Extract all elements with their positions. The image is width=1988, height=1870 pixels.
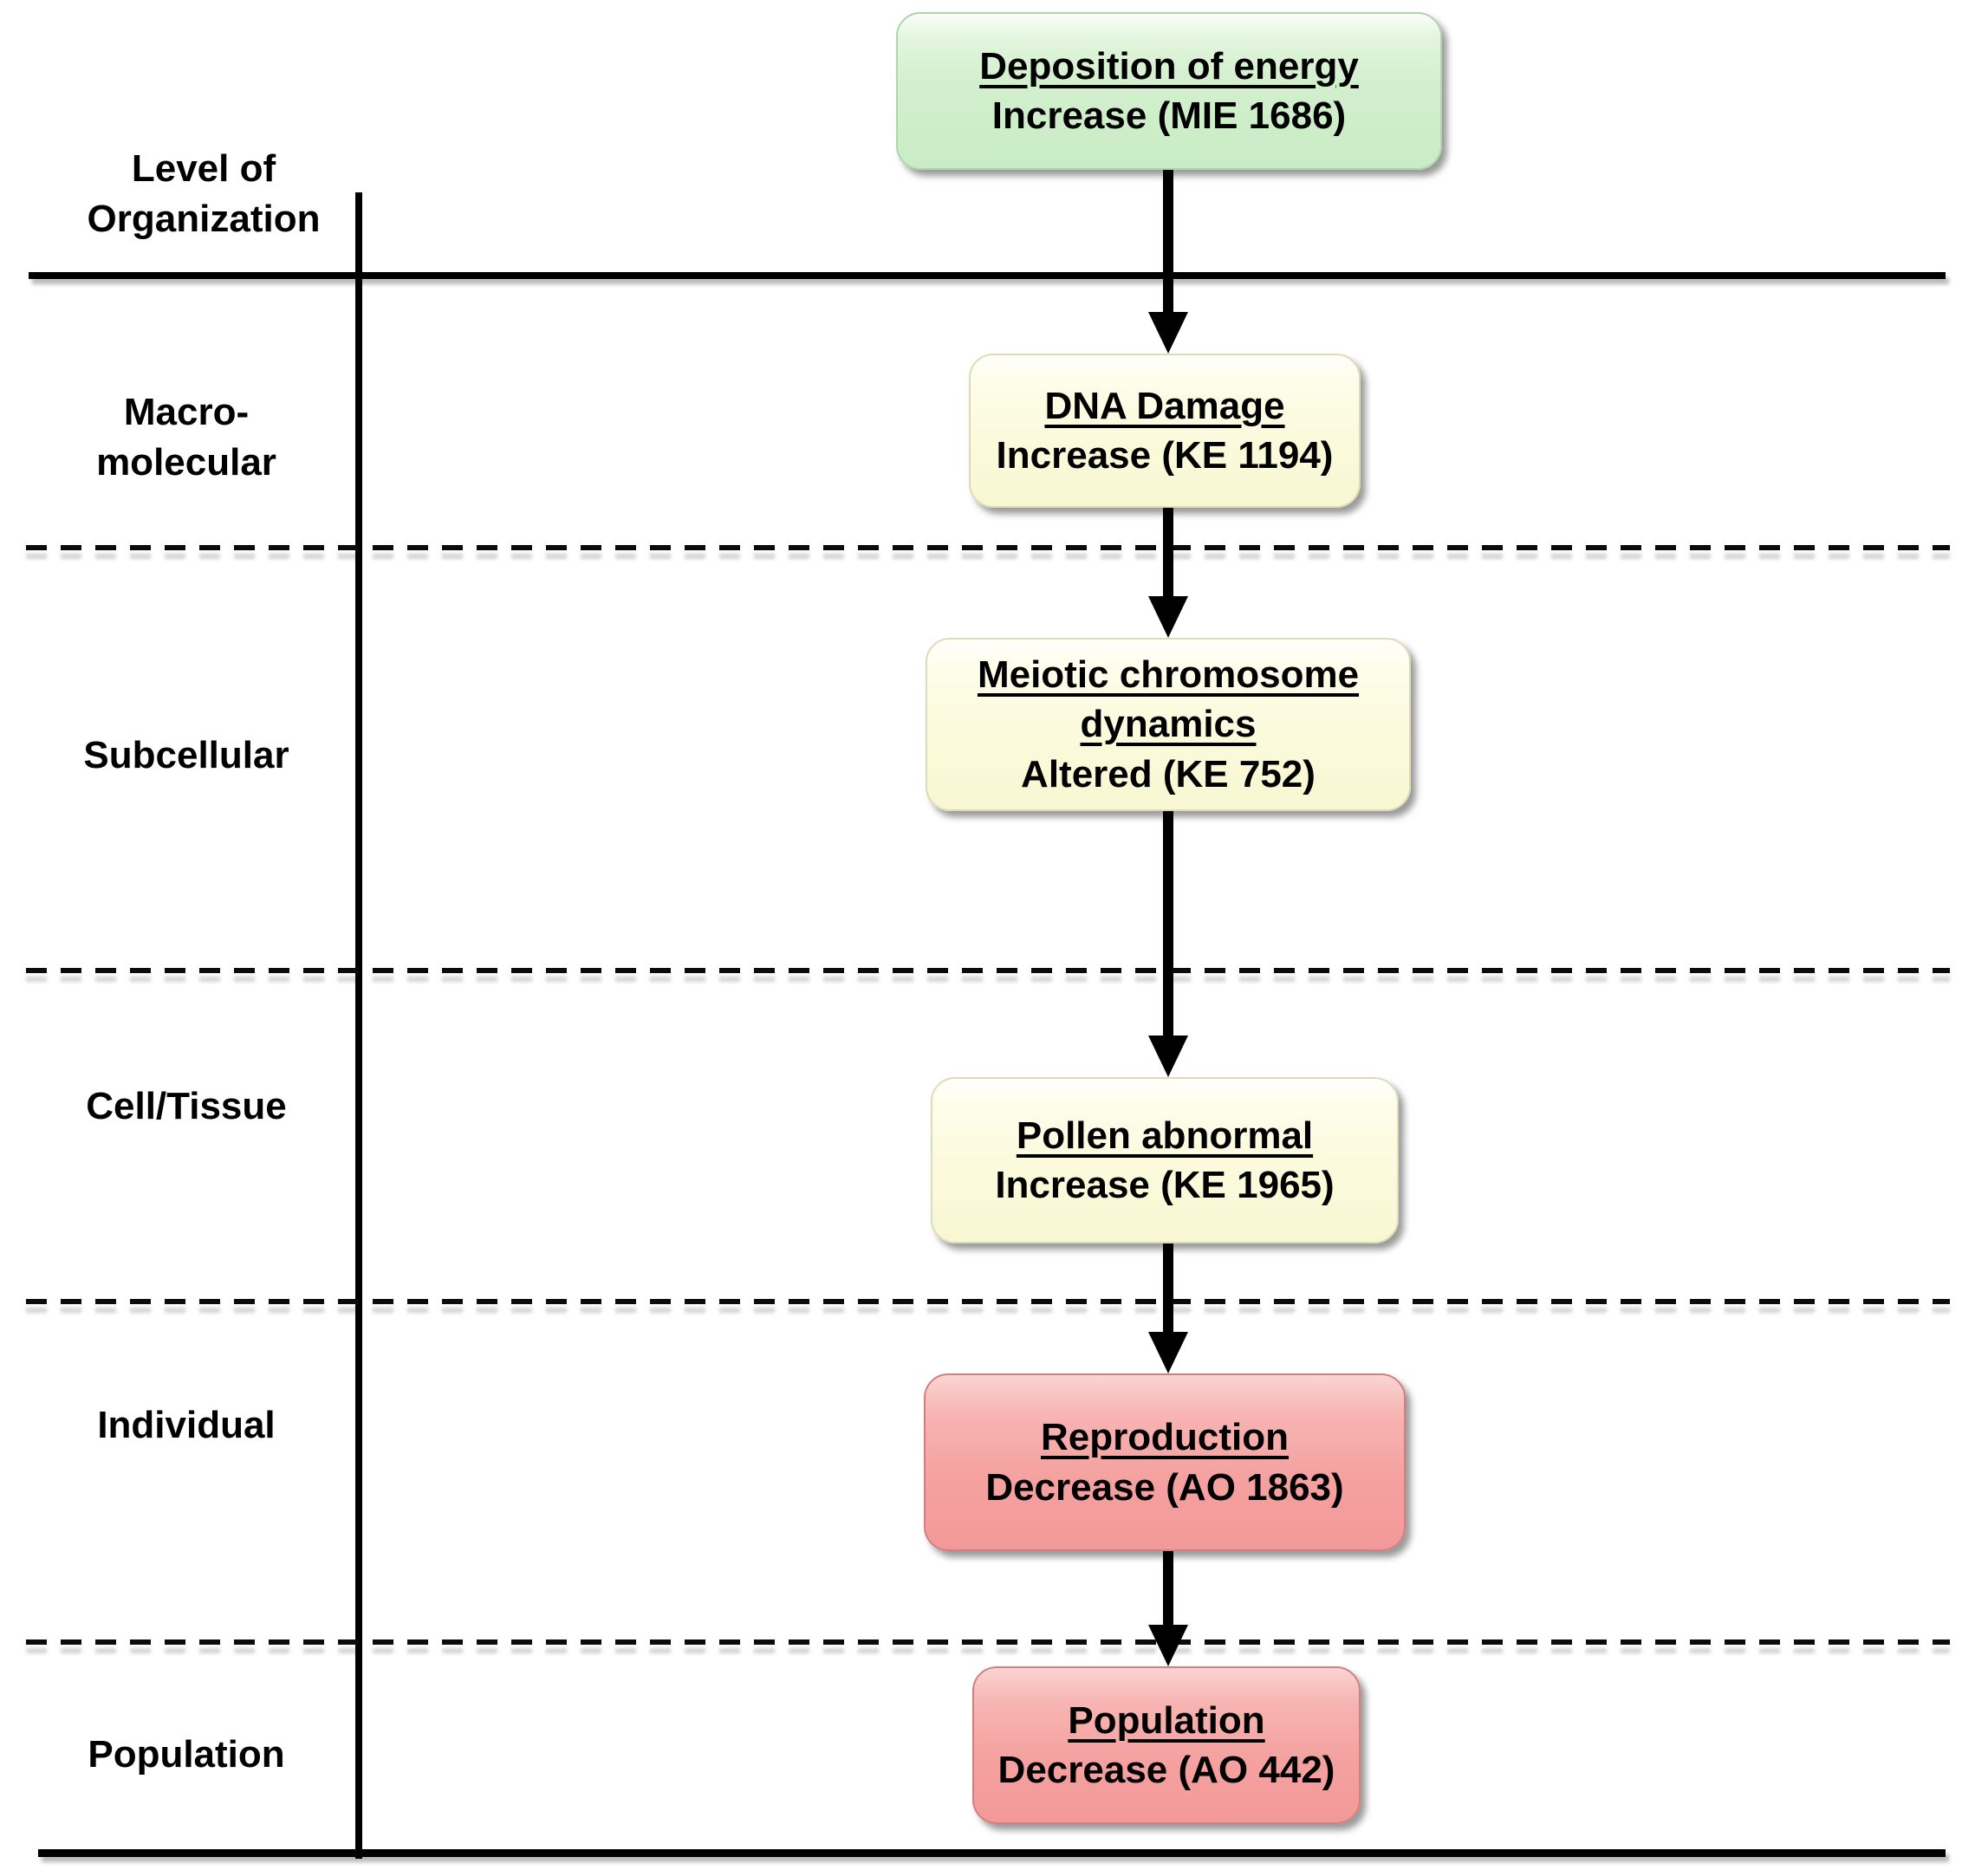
level-label-cell-tissue: Cell/Tissue: [26, 1081, 347, 1132]
level-label-line: Subcellular: [83, 733, 289, 776]
arrow-4-shaft: [1163, 1243, 1173, 1334]
dashed-line-shadow: [26, 1648, 1950, 1653]
node-title: Pollen abnormal: [1017, 1111, 1313, 1160]
level-label-individual: Individual: [26, 1400, 347, 1451]
dashed-line: [26, 968, 1950, 973]
arrow-5-down-arrowhead-icon: [1148, 1625, 1188, 1666]
level-label-macromolecular: Macro- molecular: [26, 387, 347, 488]
node-title-line: Population: [1068, 1698, 1265, 1742]
node-reproduction: Reproduction Decrease (AO 1863): [924, 1373, 1406, 1551]
arrow-2-down-arrowhead-icon: [1148, 596, 1188, 638]
node-deposition-of-energy: Deposition of energy Increase (MIE 1686): [896, 12, 1442, 170]
node-dna-damage: DNA Damage Increase (KE 1194): [969, 354, 1361, 508]
node-title: Reproduction: [1041, 1412, 1289, 1462]
dashed-line-shadow: [26, 977, 1950, 982]
level-label-population: Population: [26, 1730, 347, 1780]
dashed-divider-3: [26, 1299, 1950, 1316]
node-subtitle: Altered (KE 752): [1021, 752, 1316, 795]
axis-title: Level of Organization: [35, 144, 373, 244]
node-subtitle: Decrease (AO 1863): [985, 1465, 1344, 1509]
node-title: DNA Damage: [1044, 381, 1284, 431]
level-label-subcellular: Subcellular: [26, 730, 347, 781]
node-subtitle: Increase (KE 1965): [995, 1164, 1335, 1206]
axis-title-line: Level of: [131, 147, 276, 190]
dashed-divider-4: [26, 1639, 1950, 1657]
level-label-line: Individual: [97, 1403, 276, 1446]
node-subtitle: Increase (MIE 1686): [991, 94, 1347, 137]
dashed-line-shadow: [26, 1308, 1950, 1313]
arrow-5-shaft: [1163, 1551, 1173, 1627]
arrow-2-shaft: [1163, 508, 1173, 598]
node-title-line: dynamics: [1080, 703, 1257, 746]
dashed-line-shadow: [26, 554, 1950, 559]
level-label-line: Population: [88, 1732, 285, 1776]
node-title: Deposition of energy: [979, 42, 1359, 91]
top-boundary-line: [29, 272, 1946, 279]
dashed-line: [26, 545, 1950, 550]
arrow-1-shaft: [1163, 170, 1173, 314]
axis-title-line: Organization: [87, 198, 321, 241]
node-title-line: Deposition of energy: [979, 44, 1359, 88]
arrow-3-down-arrowhead-icon: [1148, 1036, 1188, 1077]
dashed-line: [26, 1639, 1950, 1645]
organization-axis-vertical-line: [355, 192, 362, 1859]
node-title-line: DNA Damage: [1044, 384, 1285, 427]
node-title: Population: [1068, 1696, 1264, 1745]
level-label-line: Cell/Tissue: [86, 1084, 287, 1127]
dashed-divider-1: [26, 545, 1950, 562]
node-population: Population Decrease (AO 442): [972, 1666, 1361, 1824]
node-title-line: Meiotic chromosome: [977, 653, 1360, 697]
dashed-divider-2: [26, 968, 1950, 985]
dashed-line: [26, 1299, 1950, 1304]
node-title-line: Pollen abnormal: [1016, 1114, 1314, 1157]
level-label-line: Macro-: [123, 390, 250, 433]
arrow-1-down-arrowhead-icon: [1148, 312, 1188, 354]
bottom-boundary-line: [38, 1849, 1946, 1857]
node-subtitle: Decrease (AO 442): [997, 1749, 1335, 1791]
node-meiotic-chromosome-dynamics: Meiotic chromosome dynamics Altered (KE …: [926, 638, 1411, 811]
arrow-4-down-arrowhead-icon: [1148, 1332, 1188, 1373]
node-subtitle: Increase (KE 1194): [996, 434, 1334, 477]
node-title: Meiotic chromosome dynamics: [978, 650, 1359, 749]
node-pollen-abnormal: Pollen abnormal Increase (KE 1965): [931, 1077, 1399, 1243]
level-label-line: molecular: [96, 441, 276, 484]
arrow-3-shaft: [1163, 811, 1173, 1037]
node-title-line: Reproduction: [1041, 1416, 1289, 1459]
